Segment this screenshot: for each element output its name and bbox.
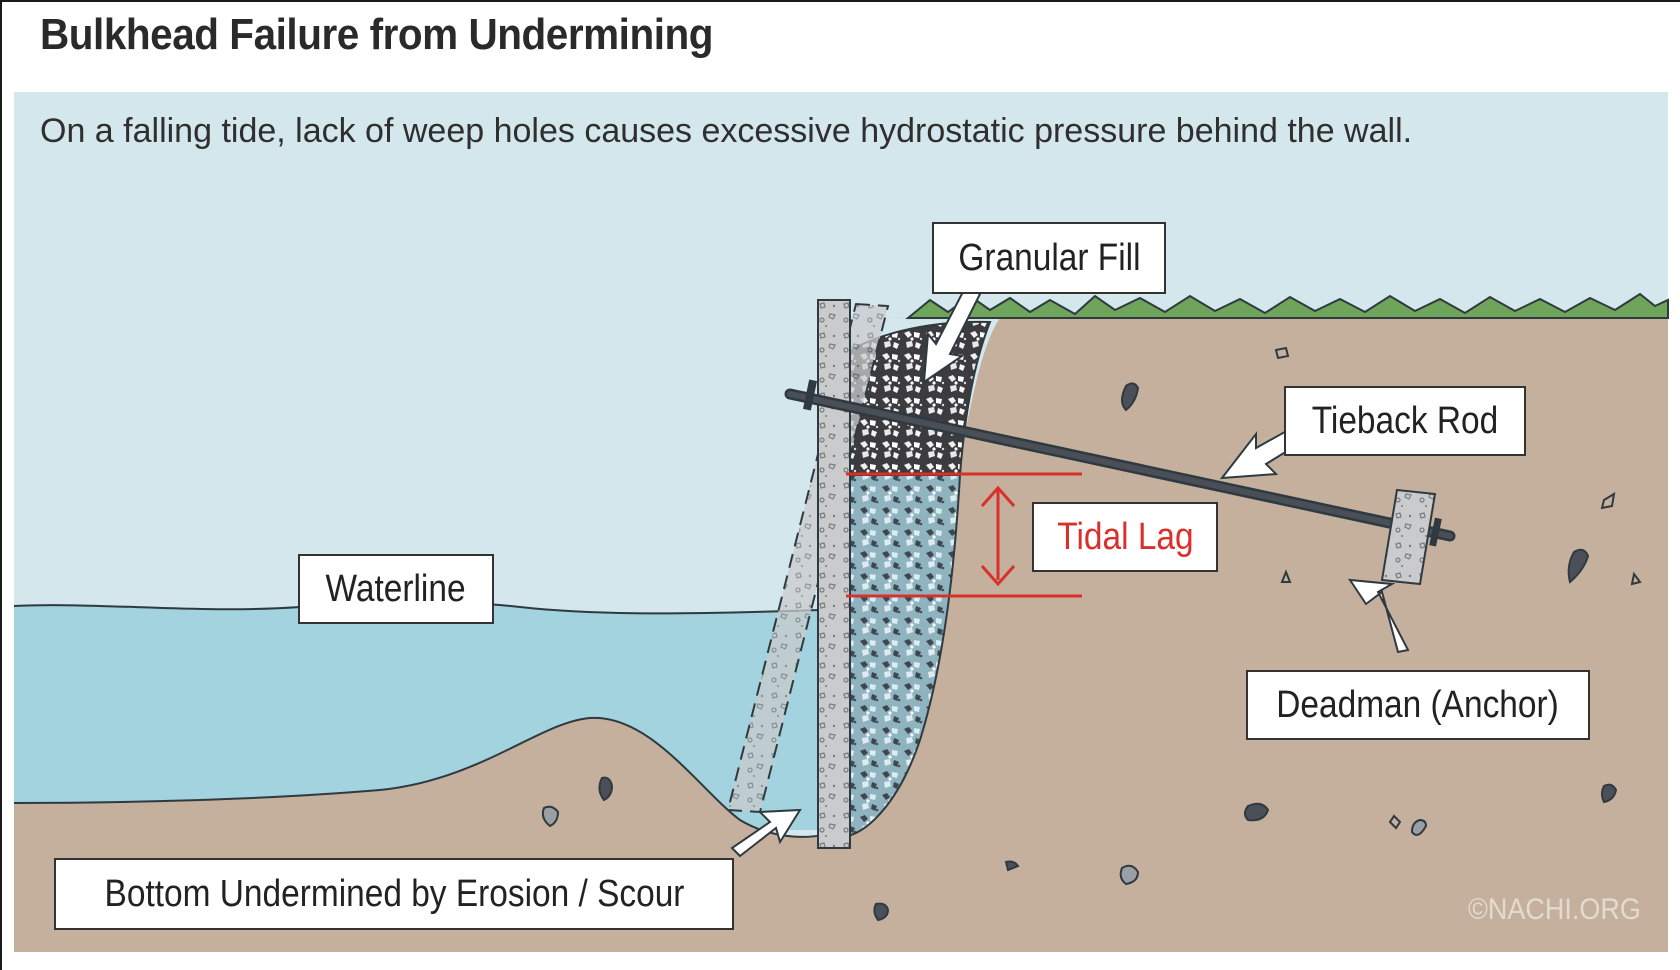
waterline-label: Waterline [298,554,494,624]
grass-strip [905,292,1669,319]
erosion-label: Bottom Undermined by Erosion / Scour [54,858,734,930]
rock-icon [541,346,1642,922]
seabed-line [13,716,841,838]
anchor-rod-nut [1429,517,1442,547]
granular-fill-label: Granular Fill [932,222,1166,294]
deadman-label: Deadman (Anchor) [1246,670,1590,740]
double-arrow-icon [980,485,1016,587]
copyright-text: ©NACHI.ORG [1468,893,1641,926]
wall-rod-nut [802,379,818,411]
page-subtitle: On a falling tide, lack of weep holes ca… [40,112,1413,150]
granular-fill-saturated [847,474,962,838]
page-title: Bulkhead Failure from Undermining [40,10,714,59]
frame-top-border [0,0,1680,2]
frame-left-border [0,0,2,970]
bulkhead-wall [817,299,851,849]
tieback-rod-label: Tieback Rod [1284,386,1526,456]
deadman-anchor [1380,488,1437,586]
tidal-lag-label: Tidal Lag [1032,502,1218,572]
